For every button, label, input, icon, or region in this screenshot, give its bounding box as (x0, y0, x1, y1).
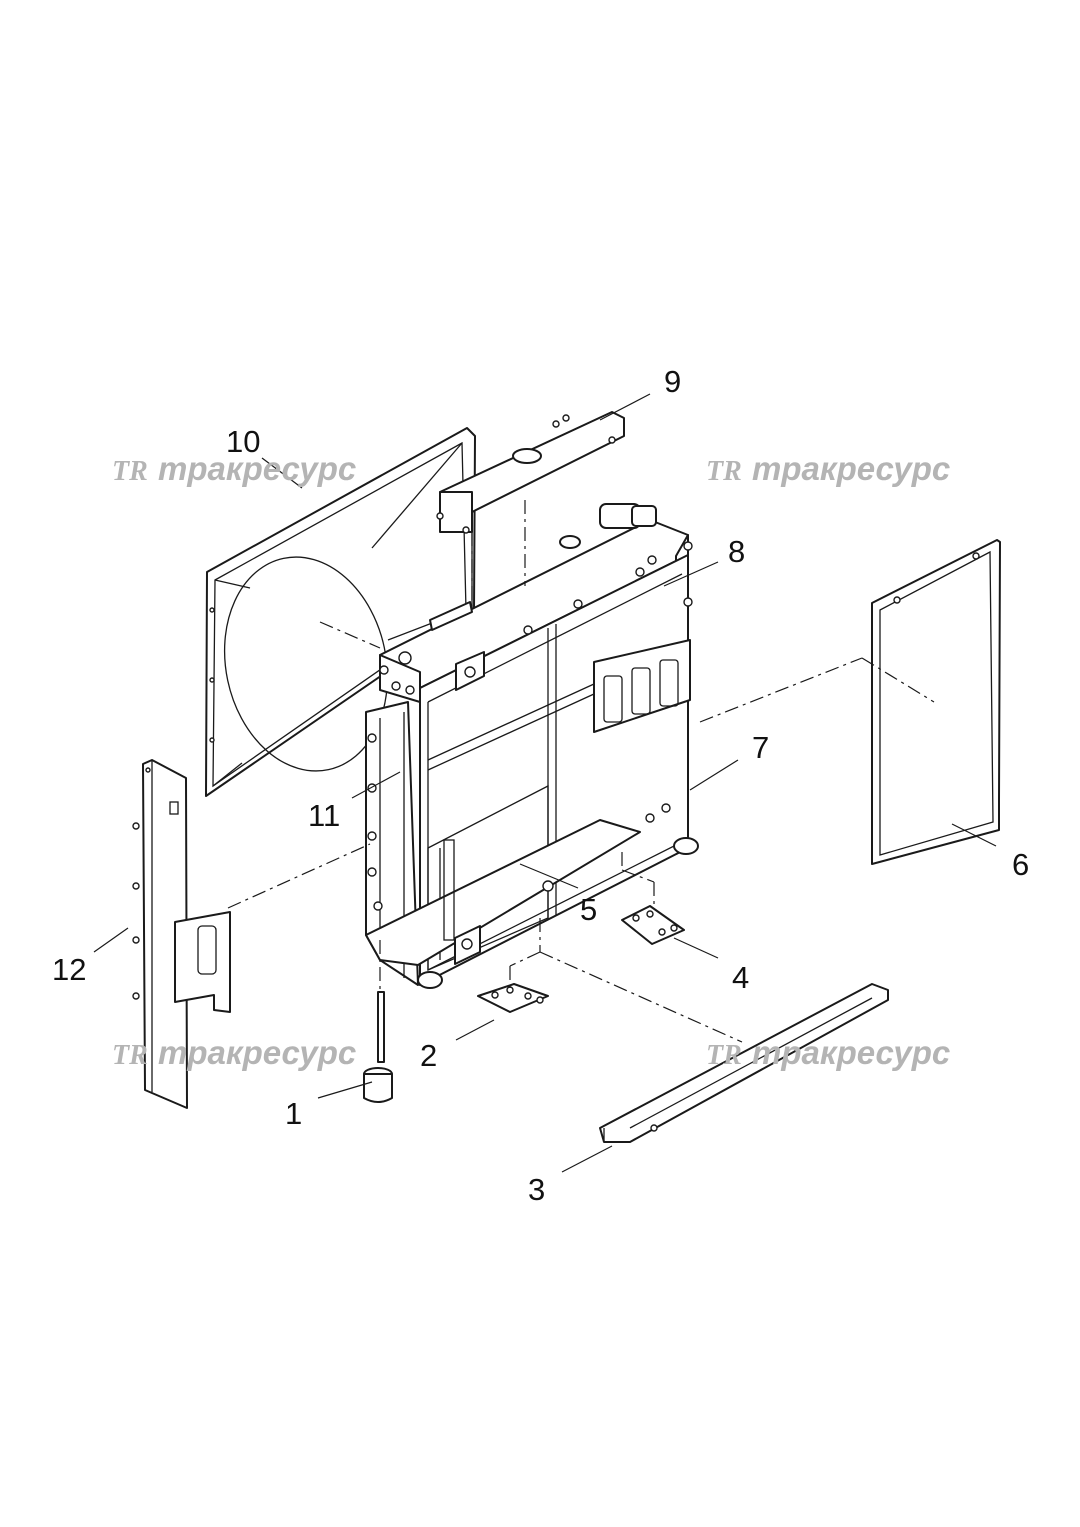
callout-9: 9 (664, 364, 681, 399)
drain-plug (363, 991, 393, 1103)
watermark-logo: TR (112, 456, 148, 487)
radiator-assembly (365, 503, 699, 989)
watermark-top-right: TR тракресурс (706, 450, 950, 487)
callout-10: 10 (226, 424, 260, 459)
watermark-logo: TR (112, 1040, 148, 1071)
callout-7: 7 (752, 730, 769, 765)
coolant-tank (436, 411, 625, 610)
callout-1: 1 (285, 1096, 302, 1131)
callout-5: 5 (580, 892, 597, 927)
watermark-text: тракресурс (158, 1034, 356, 1071)
callout-2: 2 (420, 1038, 437, 1073)
watermark-logo: TR (706, 1040, 742, 1071)
callout-6: 6 (1012, 847, 1029, 882)
callout-8: 8 (728, 534, 745, 569)
callout-11: 11 (308, 798, 340, 833)
watermark-bottom-left: TR тракресурс (112, 1034, 356, 1071)
callout-4: 4 (732, 960, 749, 995)
side-bracket (132, 759, 231, 1109)
fan-shroud (205, 427, 476, 797)
callouts: 1 2 3 4 5 6 7 8 9 10 11 12 (52, 364, 1029, 1207)
support-bar (599, 983, 889, 1143)
callout-3: 3 (528, 1172, 545, 1207)
watermark-bottom-right: TR тракресурс (706, 1034, 950, 1071)
watermark-text: тракресурс (158, 450, 356, 487)
alignment-lines (227, 500, 935, 1043)
watermark-text: тракресурс (752, 450, 950, 487)
watermark-top-left: TR тракресурс (112, 450, 356, 487)
watermark-text: тракресурс (752, 1034, 950, 1071)
gasket-frame (871, 539, 1001, 865)
mounting-plate-4 (621, 905, 685, 945)
mounting-plate-2 (477, 983, 549, 1013)
callout-12: 12 (52, 952, 86, 987)
leader-lines (93, 393, 997, 1173)
watermark-logo: TR (706, 456, 742, 487)
